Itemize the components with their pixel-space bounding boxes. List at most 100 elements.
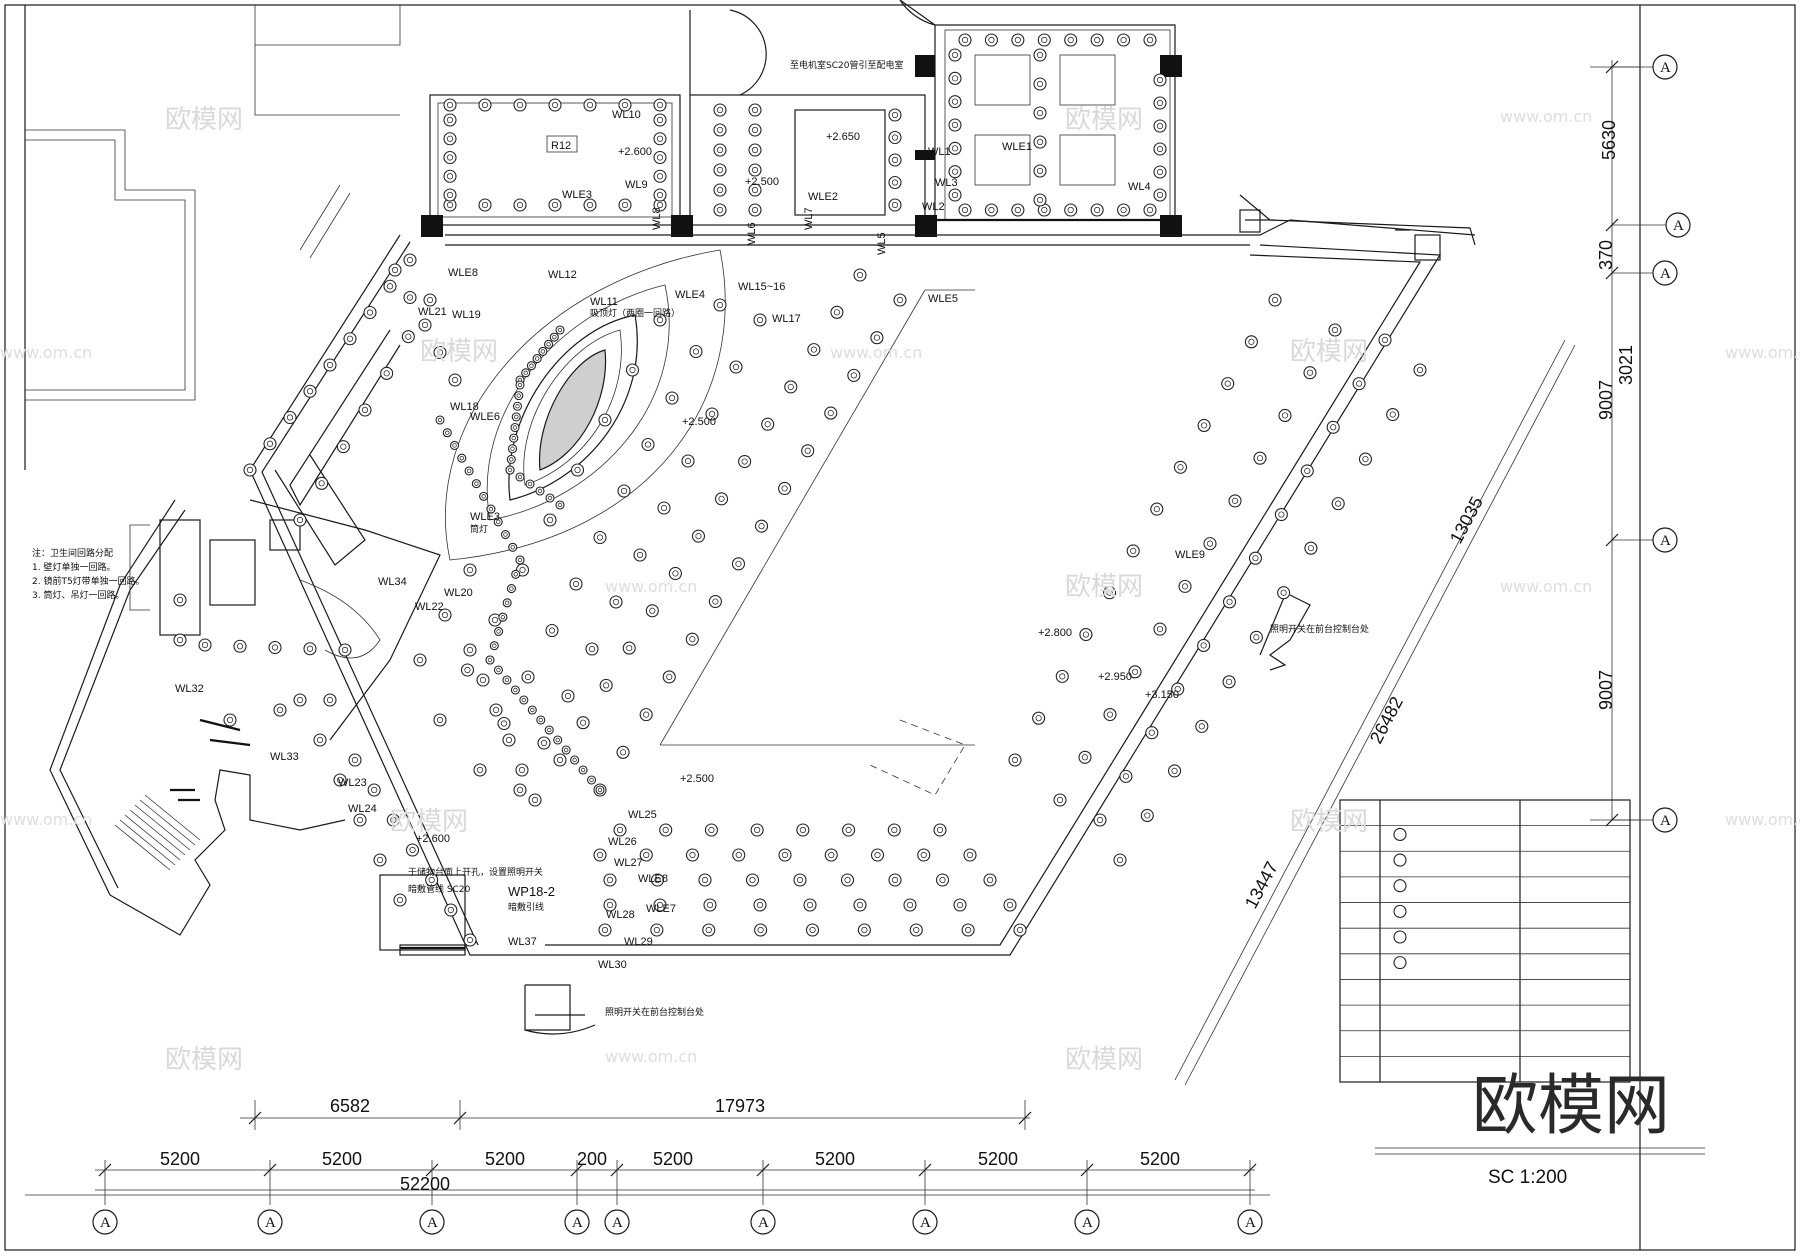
column [915,150,935,160]
circuit-wle8b: WLE8 [638,873,668,885]
downlight-icon [561,689,575,703]
axis-label: A [920,1215,931,1231]
circuit-wl22: WL22 [415,601,444,613]
circuit-wl9: WL9 [625,179,648,191]
downlight-icon [1222,595,1237,609]
axis-label: A [1660,533,1671,549]
downlight-icon [507,444,518,454]
downlight-icon [513,783,527,797]
circuit-wl12: WL12 [548,269,577,281]
downlight-icon [1244,335,1258,349]
downlight-icon [948,48,962,62]
downlight-icon [639,848,653,862]
legend-lamp-icon [1393,879,1407,893]
downlight-icon [1153,142,1167,156]
watermark-site: www.om.cn [830,343,922,362]
downlight-icon [625,363,640,377]
dim-6582: 6582 [330,1096,370,1116]
downlight-icon [1274,507,1288,522]
downlight-icon [1102,586,1117,600]
downlight-icon [729,360,743,374]
downlight-icon [657,501,671,515]
downlight-icon [586,775,597,785]
downlight-icon [888,175,902,190]
downlight-icon [433,713,447,727]
downlight-icon [512,401,523,411]
annotation-switch-right: 照明开关在前台控制台处 [1270,623,1369,635]
downlight-icon [353,813,367,827]
axis-label: A [1660,266,1671,282]
dim-diag-26482: 26482 [1366,693,1407,747]
downlight-icon [668,566,682,581]
downlight-icon [1128,665,1142,679]
downlight-icon [1197,418,1211,433]
downlight-icon [1033,77,1047,91]
downlight-icon [1078,750,1092,764]
level-mark: +2.500 [680,773,714,785]
downlight-icon [824,406,838,420]
downlight-icon [1203,537,1217,551]
downlight-icon [438,608,452,622]
downlight-icon [935,873,950,887]
dim-seg: 5200 [978,1149,1018,1169]
downlight-icon [958,203,972,217]
downlight-icon [576,716,590,730]
axis-bubble [92,1209,118,1235]
axis-bubble [564,1209,590,1235]
circuit-wl23: WL23 [338,777,367,789]
downlight-icon [593,848,607,862]
dim-right-9007a: 9007 [1596,380,1616,420]
downlight-icon [653,98,667,112]
watermark: 欧模网 [1065,105,1143,135]
downlight-icon [1140,808,1154,823]
downlight-icon [425,873,439,887]
downlight-icon [1090,33,1104,47]
level-mark: +3.150 [1145,689,1179,701]
downlight-icon [1126,544,1140,558]
downlight-icon [888,153,902,167]
washroom-note-0: 注：卫生间回路分配 [32,547,113,559]
stair [114,794,201,871]
adjacent-building-outline [25,5,401,401]
annotation-switch-bottom: 照明开关在前台控制台处 [605,1006,704,1018]
downlight-icon [1008,753,1022,767]
annotation-pendant: 吸顶灯（两圈一回路） [590,307,680,319]
downlight-icon [323,358,337,372]
downlight-icon [513,198,527,212]
downlight-icon [435,415,445,425]
downlight-icon [1143,203,1157,217]
dim-17973: 17973 [715,1096,765,1116]
watermarks: 欧模网 欧模网 欧模网 欧模网 欧模网 欧模网 欧模网 欧模网 欧模网 www.… [0,105,1800,1075]
legend-table [1339,799,1631,1083]
downlight-icon [515,763,529,777]
downlight-icon [609,595,623,609]
dim-seg: 5200 [160,1149,200,1169]
level-mark: +2.600 [416,833,450,845]
downlight-icon [778,848,792,862]
downlight-icon [653,132,667,146]
downlight-icon [464,466,474,476]
downlight-icon [748,183,762,197]
downlight-icon [1167,764,1182,778]
downlight-icon [348,753,362,767]
axis-bubble [1237,1209,1263,1235]
downlight-icon [509,433,519,443]
downlight-icon [544,339,554,349]
downlight-icon [545,623,559,638]
downlight-icon [1358,452,1373,466]
downlight-icon [570,755,580,765]
downlight-icon [805,923,820,937]
downlight-icon [313,733,327,747]
downlight-icon [478,198,492,212]
downlight-icon [1352,377,1366,391]
downlight-icon [528,793,542,807]
downlight-icon [463,643,477,657]
legend-lamp-icon [1393,853,1407,867]
downlight-icon [713,203,727,217]
downlight-icon [343,332,357,346]
downlight-icon [748,143,762,157]
dim-right-370: 370 [1596,240,1616,270]
downlight-icon [1117,33,1131,47]
downlight-icon [1064,203,1078,217]
downlight-icon [641,437,655,452]
